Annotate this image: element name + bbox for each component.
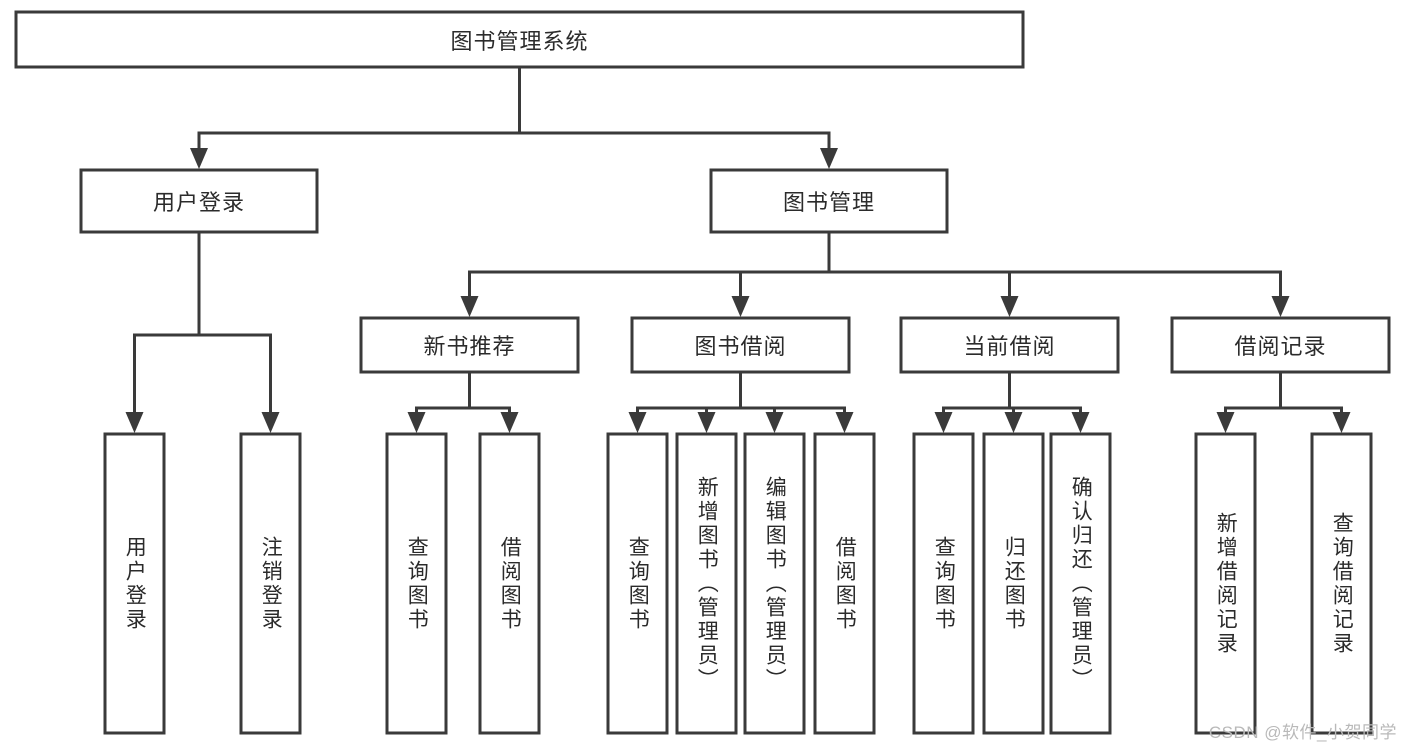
node-box-leaf-return-book[interactable] [982, 432, 1045, 735]
node-box-leaf-edit-book[interactable] [743, 432, 806, 735]
node-box-leaf-user-logout[interactable] [239, 432, 302, 735]
node-box-user-login[interactable] [79, 168, 319, 234]
node-box-current-borrow[interactable] [899, 316, 1120, 374]
node-box-leaf-borrow-book-1[interactable] [478, 432, 541, 735]
node-box-leaf-borrow-book-2[interactable] [813, 432, 876, 735]
node-box-book-borrow[interactable] [630, 316, 851, 374]
edges-layer [125, 65, 1351, 433]
node-box-leaf-query-book-2[interactable] [606, 432, 669, 735]
node-box-leaf-add-book[interactable] [675, 432, 738, 735]
node-box-leaf-user-login[interactable] [103, 432, 166, 735]
node-box-leaf-query-book-1[interactable] [385, 432, 448, 735]
boxes-layer [14, 10, 1391, 735]
node-box-leaf-query-record[interactable] [1310, 432, 1373, 735]
node-box-borrow-record[interactable] [1170, 316, 1391, 374]
node-box-book-manage[interactable] [709, 168, 949, 234]
watermark-label: CSDN @软件_小贺同学 [1208, 723, 1397, 742]
node-box-root[interactable] [14, 10, 1025, 69]
node-box-leaf-add-record[interactable] [1194, 432, 1257, 735]
node-box-new-book-rec[interactable] [359, 316, 580, 374]
node-box-leaf-query-book-3[interactable] [912, 432, 975, 735]
node-box-leaf-confirm-return[interactable] [1049, 432, 1112, 735]
